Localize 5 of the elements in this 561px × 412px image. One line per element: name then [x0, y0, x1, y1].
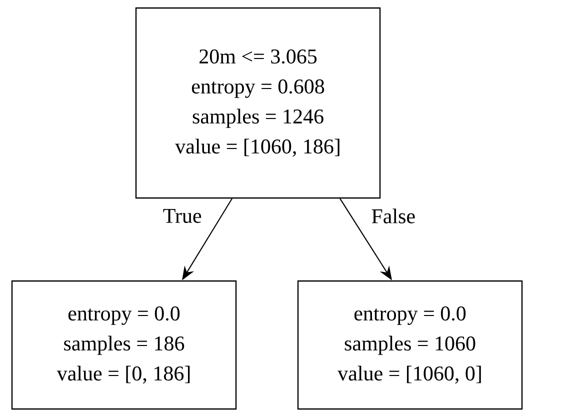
tree-node-box: entropy = 0.0 samples = 1060 value = [1060, 0] [297, 280, 523, 410]
edge-label: True [163, 209, 202, 223]
edge-label: False [372, 208, 415, 224]
tree-node-box: entropy = 0.0 samples = 186 value = [0, 186] [11, 280, 237, 410]
tree-node-box: 20m <= 3.065 entropy = 0.608 samples = 1246 value = [1060, 186] [135, 7, 381, 199]
